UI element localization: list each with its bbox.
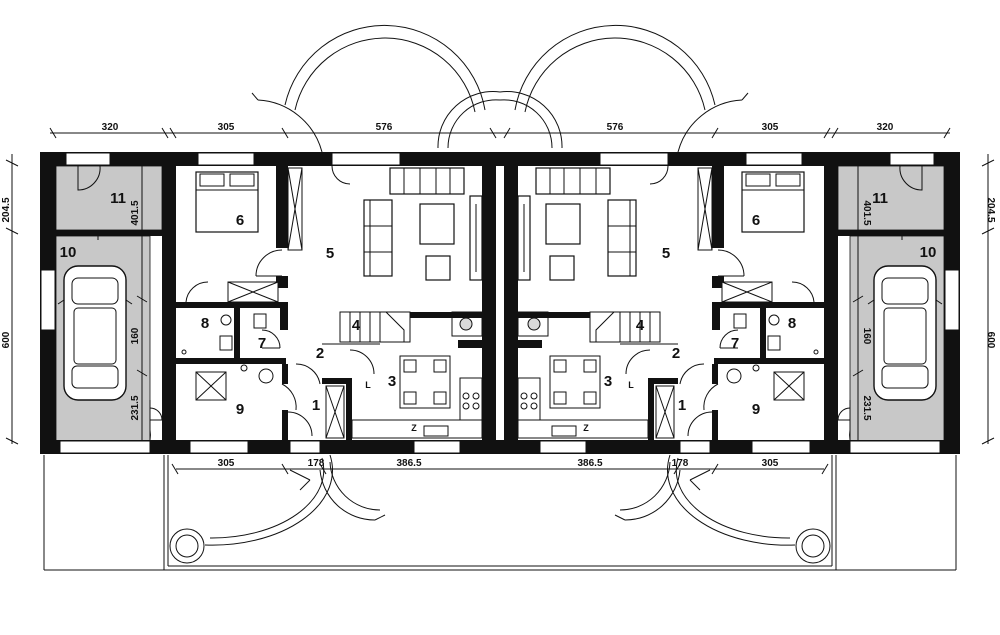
room-label-10: 10 — [60, 244, 77, 261]
dim-garage-mid-r: 160 — [861, 328, 872, 345]
room-label-11-r: 11 — [872, 190, 888, 207]
dim-top-living: 576 — [376, 122, 393, 133]
room-label-5-r: 5 — [662, 245, 670, 262]
dim-top-garage-r: 320 — [877, 122, 894, 133]
dim-left-lower: 600 — [1, 331, 12, 348]
stove-marker: Z — [411, 423, 417, 433]
unit-left — [5, 24, 501, 571]
bed-icon — [195, 171, 259, 233]
dim-right-lower: 600 — [985, 332, 996, 349]
dim-bottom-hall-r: 178 — [672, 458, 689, 469]
room-label-1-r: 1 — [678, 397, 686, 414]
dimension-lines — [5, 127, 500, 475]
room-label-8: 8 — [201, 315, 209, 332]
room-label-4: 4 — [352, 317, 361, 334]
room-label-3: 3 — [388, 373, 396, 390]
room-label-11: 11 — [110, 190, 126, 207]
dim-garage-lower-r: 231.5 — [861, 395, 872, 420]
room-label-9-r: 9 — [752, 401, 760, 418]
stair-marker: L — [365, 380, 371, 390]
room-label-5: 5 — [326, 245, 334, 262]
staircase — [322, 311, 411, 375]
dim-garage-upper: 401.5 — [130, 200, 141, 225]
sofa-set-icon — [363, 167, 483, 281]
room-label-2-r: 2 — [672, 345, 680, 362]
dim-top-living-r: 576 — [607, 122, 624, 133]
room-label-2: 2 — [316, 345, 324, 362]
dim-bottom-hall: 178 — [308, 458, 325, 469]
room-label-6: 6 — [236, 212, 244, 229]
dim-top-garage: 320 — [102, 122, 119, 133]
unit-right — [499, 24, 995, 571]
terrace — [43, 454, 500, 571]
room-label-6-r: 6 — [752, 212, 760, 229]
dim-bottom-kitchen: 386.5 — [396, 458, 421, 469]
room-label-9: 9 — [236, 401, 244, 418]
dim-garage-mid: 160 — [130, 327, 141, 344]
dim-garage-lower: 231.5 — [130, 395, 141, 420]
room-label-7: 7 — [258, 335, 266, 352]
dim-top-bedroom: 305 — [218, 122, 235, 133]
car-icon — [57, 265, 133, 401]
room-label-3-r: 3 — [604, 373, 612, 390]
dim-left-upper: 204.5 — [1, 197, 12, 222]
dim-bottom-boiler: 305 — [218, 458, 235, 469]
dim-bottom-kitchen-r: 386.5 — [577, 458, 602, 469]
dim-bottom-boiler-r: 305 — [762, 458, 779, 469]
room-label-1: 1 — [312, 397, 320, 414]
canopy-arcs — [251, 24, 501, 153]
stair-marker-r: L — [628, 380, 634, 390]
room-label-8-r: 8 — [788, 315, 796, 332]
stove-marker-r: Z — [583, 423, 589, 433]
room-label-4-r: 4 — [636, 317, 645, 334]
kitchen — [351, 355, 483, 439]
dim-right-upper: 204.5 — [985, 197, 996, 222]
dim-top-bedroom-r: 305 — [762, 122, 779, 133]
dim-garage-upper-r: 401.5 — [861, 200, 872, 225]
room-label-7-r: 7 — [731, 335, 739, 352]
room-label-10-r: 10 — [920, 244, 937, 261]
